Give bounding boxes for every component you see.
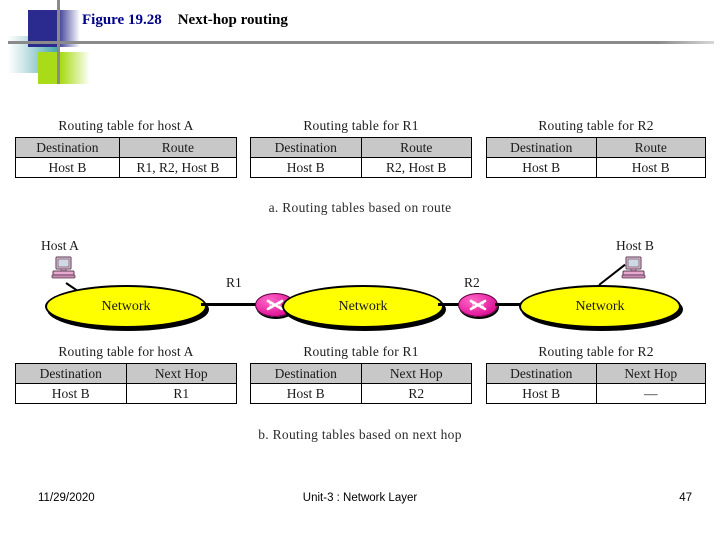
cell-route: R1, R2, Host B — [118, 157, 238, 178]
cell-route: R2, Host B — [360, 157, 472, 178]
route-table-r2: Routing table for R2 Destination Route H… — [486, 118, 706, 178]
host-a-label: Host A — [41, 238, 79, 253]
table-header-row: Destination Route — [486, 137, 706, 158]
nexthop-table-r1-grid: Destination Next Hop Host B R2 — [250, 363, 472, 404]
cell-destination: Host B — [15, 157, 120, 178]
table-row: Host B Host B — [486, 157, 706, 178]
cell-destination: Host B — [15, 383, 127, 404]
host-b-computer-icon — [620, 256, 648, 282]
decoration-blue-square — [28, 10, 80, 47]
host-a-computer-icon — [50, 256, 78, 282]
table-header-row: Destination Route — [250, 137, 472, 158]
router-1-label: R1 — [226, 275, 242, 290]
cell-route: Host B — [595, 157, 706, 178]
cell-destination: Host B — [250, 383, 362, 404]
nexthop-table-r1: Routing table for R1 Destination Next Ho… — [250, 344, 472, 404]
decoration-horizontal-rule — [8, 41, 714, 44]
column-header-destination: Destination — [15, 363, 127, 384]
table-header-row: Destination Route — [15, 137, 238, 158]
route-table-host-a-grid: Destination Route Host B R1, R2, Host B — [15, 137, 238, 178]
figure-name: Next-hop routing — [177, 12, 288, 28]
route-table-host-a-caption: Routing table for host A — [58, 118, 194, 133]
nexthop-table-r2: Routing table for R2 Destination Next Ho… — [486, 344, 706, 404]
column-header-destination: Destination — [15, 137, 120, 158]
nexthop-table-r2-caption: Routing table for R2 — [538, 344, 654, 359]
footer-subject: Unit-3 : Network Layer — [302, 492, 418, 504]
cell-destination: Host B — [486, 383, 597, 404]
cell-destination: Host B — [250, 157, 362, 178]
link-router2-network3 — [495, 303, 530, 306]
link-network2-router2 — [438, 303, 466, 306]
table-row: Host B R1 — [15, 383, 237, 404]
slide-footer: 11/29/2020 Unit-3 : Network Layer 47 — [0, 492, 720, 514]
cell-next-hop: R2 — [360, 383, 472, 404]
route-table-r2-caption: Routing table for R2 — [538, 118, 654, 133]
nexthop-table-r2-grid: Destination Next Hop Host B — — [486, 363, 706, 404]
column-header-route: Route — [595, 137, 706, 158]
route-table-host-a: Routing table for host A Destination Rou… — [15, 118, 238, 178]
route-table-r1: Routing table for R1 Destination Route H… — [250, 118, 472, 178]
network-2-ellipse: Network — [282, 285, 444, 328]
footer-date: 11/29/2020 — [38, 492, 95, 504]
nexthop-table-host-a-caption: Routing table for host A — [58, 344, 194, 359]
column-header-route: Route — [118, 137, 238, 158]
table-row: Host B R1, R2, Host B — [15, 157, 238, 178]
column-header-destination: Destination — [486, 137, 597, 158]
router-2-label: R2 — [464, 275, 480, 290]
column-header-destination: Destination — [486, 363, 597, 384]
network-3-ellipse: Network — [519, 285, 681, 328]
nexthop-table-r1-caption: Routing table for R1 — [303, 344, 419, 359]
router-2-icon — [458, 293, 498, 317]
host-b-label: Host B — [616, 238, 654, 253]
network-2-label: Network — [338, 298, 388, 314]
network-3-label: Network — [575, 298, 625, 314]
route-table-r1-grid: Destination Route Host B R2, Host B — [250, 137, 472, 178]
footer-page-number: 47 — [679, 492, 692, 504]
column-header-destination: Destination — [250, 363, 362, 384]
table-header-row: Destination Next Hop — [486, 363, 706, 384]
route-table-r2-grid: Destination Route Host B Host B — [486, 137, 706, 178]
network-1-label: Network — [101, 298, 151, 314]
decoration-green-square — [38, 52, 90, 84]
cell-next-hop: R1 — [125, 383, 237, 404]
cell-destination: Host B — [486, 157, 597, 178]
network-1-ellipse: Network — [45, 285, 207, 328]
table-header-row: Destination Next Hop — [250, 363, 472, 384]
table-row: Host B R2 — [250, 383, 472, 404]
link-network1-router1 — [201, 303, 257, 306]
column-header-destination: Destination — [250, 137, 362, 158]
network-diagram: Host A Network R1 — [0, 228, 720, 338]
nexthop-table-host-a: Routing table for host A Destination Nex… — [15, 344, 237, 404]
figure-number: Figure 19.28 — [82, 12, 162, 28]
column-header-route: Route — [360, 137, 472, 158]
column-header-next-hop: Next Hop — [360, 363, 472, 384]
cell-next-hop: — — [595, 383, 706, 404]
nexthop-table-host-a-grid: Destination Next Hop Host B R1 — [15, 363, 237, 404]
column-header-next-hop: Next Hop — [595, 363, 706, 384]
page-title: Figure 19.28 Next-hop routing — [82, 12, 288, 29]
column-header-next-hop: Next Hop — [125, 363, 237, 384]
route-table-r1-caption: Routing table for R1 — [303, 118, 419, 133]
table-header-row: Destination Next Hop — [15, 363, 237, 384]
table-row: Host B — — [486, 383, 706, 404]
route-tables-caption: a. Routing tables based on route — [268, 200, 452, 215]
nexthop-tables-caption: b. Routing tables based on next hop — [258, 427, 462, 442]
table-row: Host B R2, Host B — [250, 157, 472, 178]
